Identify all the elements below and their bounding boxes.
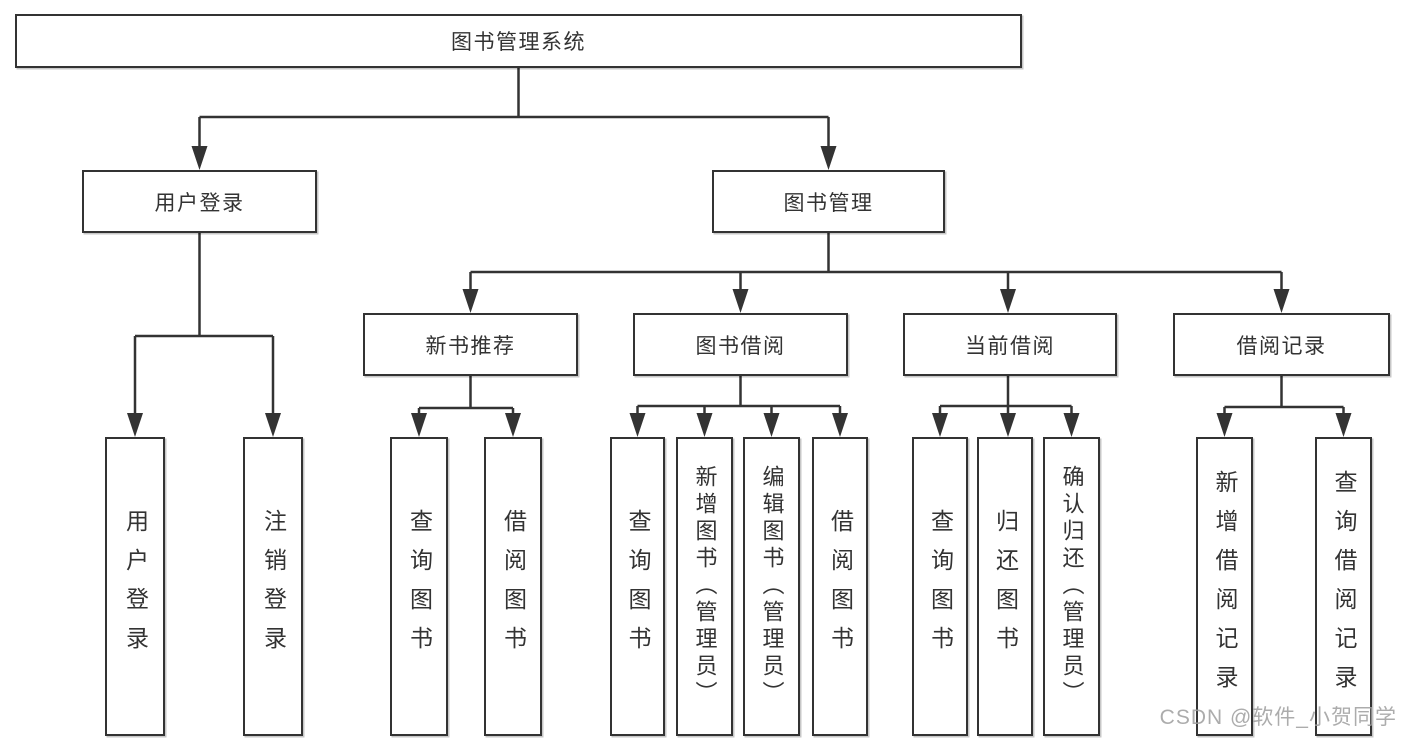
node-edit-books-admin: 编辑图书（管理员） <box>743 437 800 736</box>
node-borrow-books-recommend: 借阅图书 <box>484 437 542 736</box>
node-label: 查询图书 <box>625 508 651 665</box>
node-label: 查询图书 <box>406 508 433 665</box>
node-label: 图书借阅 <box>695 334 786 358</box>
node-label: 图书管理 <box>783 191 874 215</box>
node-label: 归还图书 <box>992 508 1019 665</box>
node-add-books-admin: 新增图书（管理员） <box>676 437 733 736</box>
node-label: 借阅图书 <box>827 508 854 665</box>
node-user-login-action: 用户登录 <box>105 437 165 736</box>
node-library-management-system: 图书管理系统 <box>15 14 1022 68</box>
node-label: 新增借阅记录 <box>1212 469 1238 704</box>
node-label: 图书管理系统 <box>451 31 586 54</box>
node-query-borrow-record: 查询借阅记录 <box>1315 437 1372 736</box>
node-label: 新增图书（管理员） <box>692 465 718 708</box>
node-label: 查询借阅记录 <box>1331 469 1357 704</box>
node-borrow-books: 借阅图书 <box>812 437 868 736</box>
node-book-borrowing: 图书借阅 <box>633 313 848 376</box>
node-confirm-return-admin: 确认归还（管理员） <box>1043 437 1100 736</box>
node-label: 当前借阅 <box>965 334 1055 358</box>
node-book-management: 图书管理 <box>712 170 945 233</box>
csdn-watermark: CSDN @软件_小贺同学 <box>1159 706 1397 729</box>
node-label: 新书推荐 <box>425 334 516 358</box>
node-label: 查询图书 <box>927 508 954 665</box>
node-query-books-current: 查询图书 <box>912 437 968 736</box>
node-logout-action: 注销登录 <box>243 437 303 736</box>
node-query-books-borrowing: 查询图书 <box>610 437 665 736</box>
node-user-login: 用户登录 <box>82 170 317 233</box>
node-label: 借阅图书 <box>500 508 527 665</box>
node-label: 注销登录 <box>260 508 287 665</box>
node-query-books-recommend: 查询图书 <box>390 437 448 736</box>
node-new-book-recommend: 新书推荐 <box>363 313 578 376</box>
node-label: 借阅记录 <box>1236 334 1327 358</box>
node-label: 用户登录 <box>154 191 245 215</box>
node-current-borrowing: 当前借阅 <box>903 313 1117 376</box>
node-label: 用户登录 <box>122 508 149 665</box>
node-borrowing-records: 借阅记录 <box>1173 313 1390 376</box>
node-label: 编辑图书（管理员） <box>759 465 785 708</box>
node-return-books: 归还图书 <box>977 437 1033 736</box>
node-add-borrow-record: 新增借阅记录 <box>1196 437 1253 736</box>
node-label: 确认归还（管理员） <box>1059 465 1085 708</box>
